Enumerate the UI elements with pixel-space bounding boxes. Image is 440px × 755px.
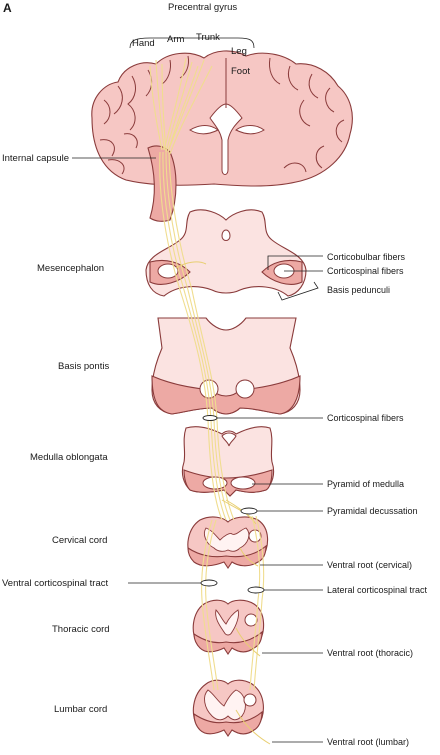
label-lateral-corticospinal-tract: Lateral corticospinal tract bbox=[327, 585, 428, 595]
label-hand: Hand bbox=[132, 38, 155, 49]
label-thoracic-cord: Thoracic cord bbox=[52, 624, 110, 635]
label-ventral-root-lumbar: Ventral root (lumbar) bbox=[327, 737, 409, 747]
medulla-section bbox=[181, 426, 275, 497]
pons-fiber-marker bbox=[202, 415, 218, 421]
label-arm: Arm bbox=[167, 34, 185, 45]
lumbar-cord-section bbox=[192, 679, 264, 737]
label-basis-pedunculi: Basis pedunculi bbox=[327, 285, 390, 295]
label-ventral-corticospinal-tract: Ventral corticospinal tract bbox=[2, 578, 108, 589]
leader-corticobulbar bbox=[267, 255, 323, 270]
label-ventral-root-cervical: Ventral root (cervical) bbox=[327, 560, 412, 570]
label-lumbar-cord: Lumbar cord bbox=[54, 704, 107, 715]
label-mesencephalon: Mesencephalon bbox=[37, 263, 104, 274]
cerebral-cortex-section bbox=[91, 50, 353, 187]
label-foot: Foot bbox=[231, 66, 250, 77]
thoracic-cord-section bbox=[192, 599, 265, 655]
ventral-tract-marker bbox=[200, 579, 218, 587]
label-precentral-gyrus: Precentral gyrus bbox=[168, 2, 237, 13]
label-internal-capsule: Internal capsule bbox=[2, 153, 69, 164]
label-trunk: Trunk bbox=[196, 32, 220, 43]
label-pyramid-of-medulla: Pyramid of medulla bbox=[327, 479, 404, 489]
label-corticospinal-fibers-pons: Corticospinal fibers bbox=[327, 413, 404, 423]
panel-letter: A bbox=[3, 1, 12, 15]
gyrus-bracket bbox=[129, 37, 255, 49]
label-cervical-cord: Cervical cord bbox=[52, 535, 107, 546]
cervical-cord-section bbox=[187, 516, 269, 569]
label-corticospinal-fibers-mid: Corticospinal fibers bbox=[327, 266, 404, 276]
label-medulla-oblongata: Medulla oblongata bbox=[30, 452, 108, 463]
label-ventral-root-thoracic: Ventral root (thoracic) bbox=[327, 648, 413, 658]
leader-basis-pedunculi bbox=[277, 281, 319, 301]
decussation-marker bbox=[240, 507, 258, 515]
corticospinal-fibers bbox=[149, 57, 271, 745]
pons-section bbox=[151, 317, 301, 415]
label-corticobulbar-fibers: Corticobulbar fibers bbox=[327, 252, 406, 262]
label-basis-pontis: Basis pontis bbox=[58, 361, 109, 372]
lateral-tract-marker bbox=[247, 586, 265, 594]
label-leg: Leg bbox=[231, 46, 247, 57]
label-pyramidal-decussation: Pyramidal decussation bbox=[327, 506, 418, 516]
